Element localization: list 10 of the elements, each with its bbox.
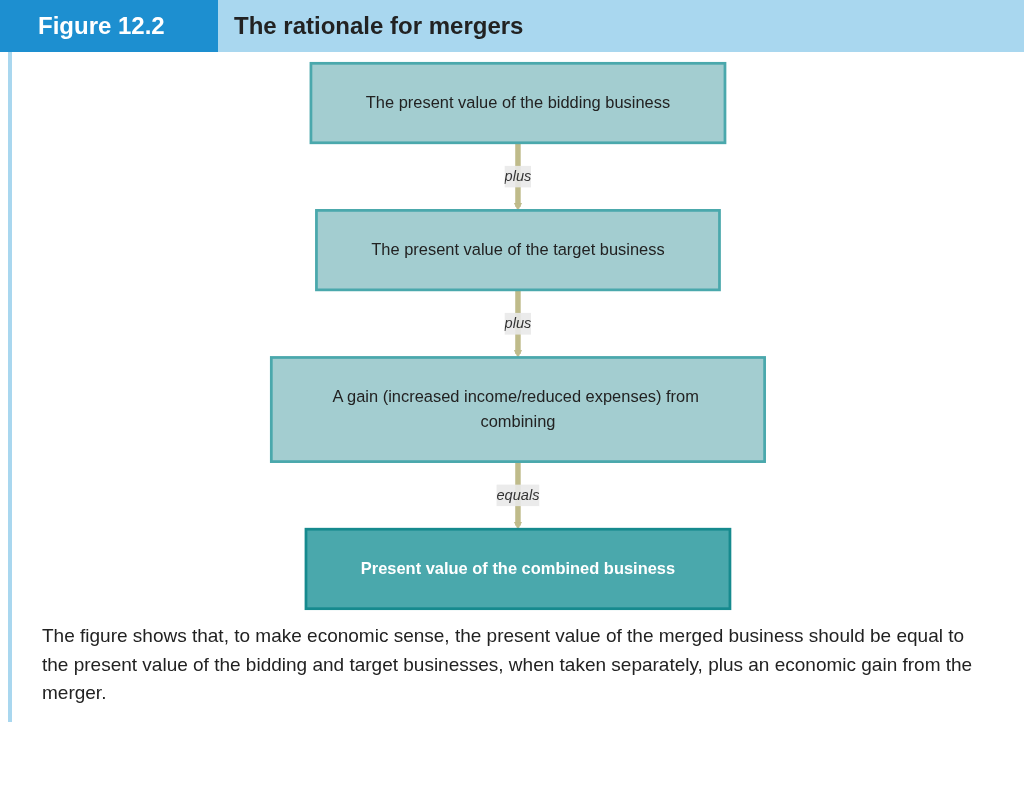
figure-title: The rationale for mergers — [233, 11, 525, 41]
node-box: The present value of the bidding business — [309, 61, 727, 145]
node-box: The present value of the target business — [315, 209, 721, 292]
figure-number-label: Figure 12.2 — [0, 0, 218, 52]
edge-label: plus — [504, 168, 532, 184]
edge-label: equals — [496, 487, 540, 503]
edge-label: plus — [504, 315, 532, 331]
node-box: A gain (increased income/reduced expenses) from combining — [269, 356, 766, 463]
node-box: Present value of the combined business — [304, 527, 732, 611]
caption: The figure shows that, to make economic sense, the present value of the merged business should be equal to the present value of the bidding and target businesses, when taken separately, plus an economic gain from the merger. — [42, 624, 974, 705]
